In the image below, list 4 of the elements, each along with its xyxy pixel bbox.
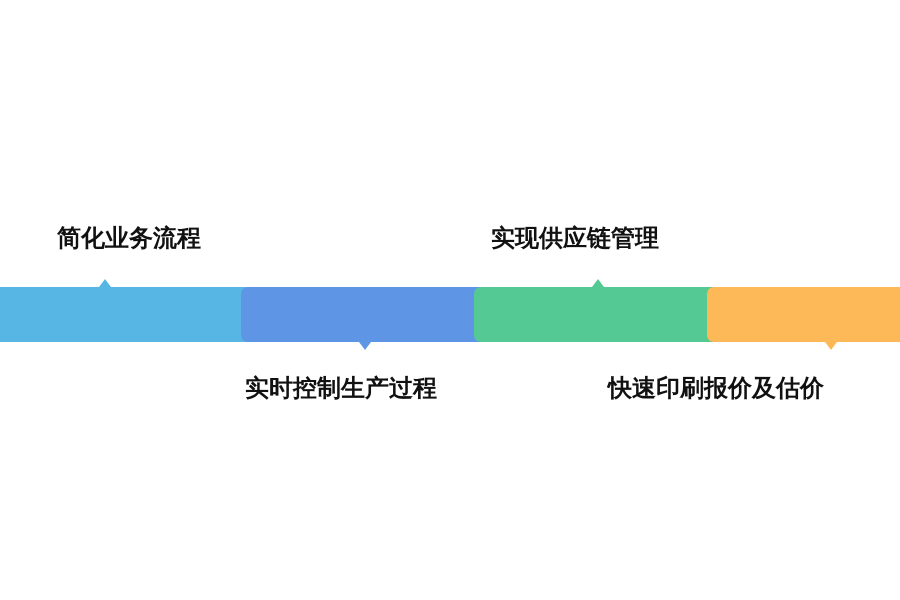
milestone-label: 实时控制生产过程 [245,374,437,403]
milestone-label: 快速印刷报价及估价 [608,374,824,403]
milestone-label: 实现供应链管理 [491,224,659,253]
milestone-label: 简化业务流程 [57,224,201,253]
